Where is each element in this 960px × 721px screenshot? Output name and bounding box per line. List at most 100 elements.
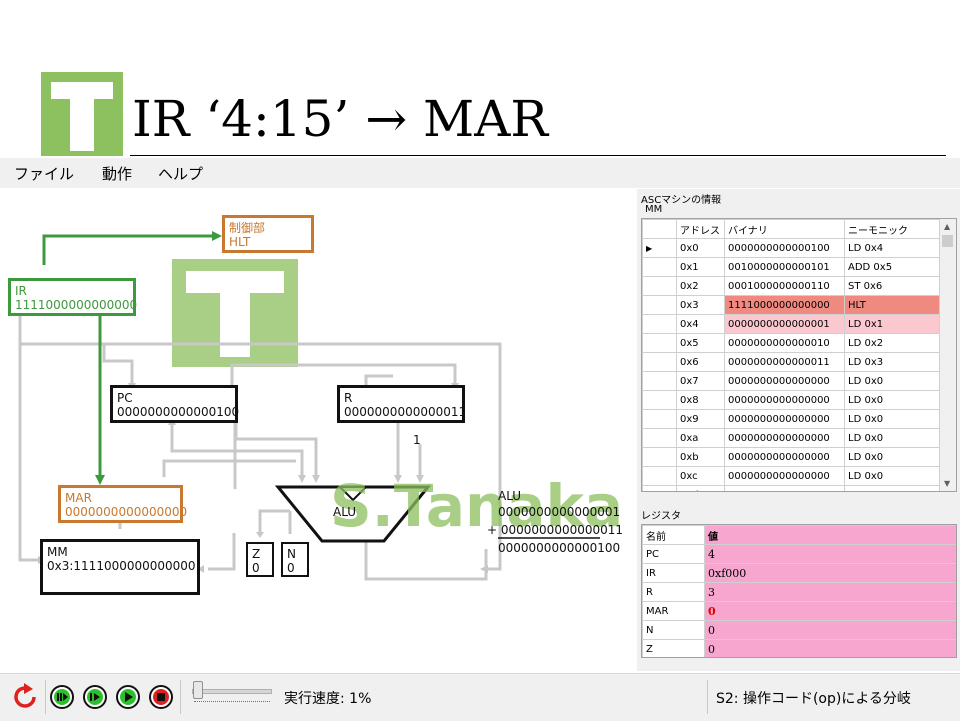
constant-one-label: 1 xyxy=(413,433,421,447)
row-marker: ▶ xyxy=(642,238,677,258)
memory-table-scrollbar[interactable]: ▲ ▼ xyxy=(939,219,956,491)
register-name-cell: PC xyxy=(642,544,705,564)
address-cell: 0x6 xyxy=(676,352,725,372)
address-cell: 0x5 xyxy=(676,333,725,353)
control-unit: 制御部 HLT xyxy=(222,215,314,253)
menu-action[interactable]: 動作 xyxy=(102,165,133,183)
row-marker xyxy=(642,276,677,296)
address-cell: 0xd xyxy=(676,485,725,491)
memory-row[interactable]: 0xd0000000000000000LD 0x0 xyxy=(642,485,941,491)
fast-forward-icon[interactable] xyxy=(50,685,74,709)
step-icon[interactable] xyxy=(116,685,140,709)
address-cell: 0x4 xyxy=(676,314,725,334)
menu-help[interactable]: ヘルプ xyxy=(158,165,204,183)
mnemonic-cell: LD 0x0 xyxy=(844,390,941,410)
row-marker xyxy=(642,295,677,315)
reset-icon[interactable] xyxy=(10,682,40,712)
address-cell: 0x9 xyxy=(676,409,725,429)
flag-n: N 0 xyxy=(281,542,309,577)
column-header-mnemonic[interactable]: ニーモニック xyxy=(844,219,941,239)
column-header-address[interactable]: アドレス xyxy=(676,219,725,239)
row-marker xyxy=(642,466,677,486)
scroll-down-icon[interactable]: ▼ xyxy=(944,479,951,488)
register-group-title: レジスタ xyxy=(641,511,681,522)
info-group-title: ASCマシンの情報 xyxy=(641,195,722,206)
register-mar: MAR 0000000000000000 xyxy=(58,485,187,523)
alu-result: 0000000000000100 xyxy=(498,541,621,555)
binary-cell: 0000000000000000 xyxy=(724,390,845,410)
mnemonic-cell: LD 0x0 xyxy=(844,428,941,448)
binary-cell: 0000000000000000 xyxy=(724,409,845,429)
register-name-cell: Z xyxy=(642,639,705,657)
binary-cell: 0000000000000000 xyxy=(724,428,845,448)
binary-cell: 0000000000000000 xyxy=(724,447,845,467)
main-memory: MM 0x3:1111000000000000 xyxy=(40,539,200,595)
address-cell: 0x0 xyxy=(676,238,725,258)
flag-z: Z 0 xyxy=(246,542,274,577)
mnemonic-cell: HLT xyxy=(844,295,941,315)
speed-slider[interactable] xyxy=(188,679,272,713)
column-header-value[interactable]: 値 xyxy=(704,525,956,545)
binary-cell: 0000000000000000 xyxy=(724,466,845,486)
binary-cell: 0010000000000101 xyxy=(724,257,845,277)
mm-label: MM xyxy=(645,204,663,215)
row-marker xyxy=(642,314,677,334)
row-marker xyxy=(642,371,677,391)
row-marker xyxy=(642,409,677,429)
row-marker xyxy=(642,352,677,372)
register-value-cell: 0xf000 xyxy=(704,563,956,583)
alu-label: ALU xyxy=(333,505,357,519)
alu-unit xyxy=(274,485,432,543)
row-marker xyxy=(642,485,677,491)
register-value-cell: 4 xyxy=(704,544,956,564)
address-cell: 0xb xyxy=(676,447,725,467)
binary-cell: 0000000000000010 xyxy=(724,333,845,353)
register-value-cell: 0 xyxy=(704,639,956,657)
column-header-binary[interactable]: バイナリ xyxy=(724,219,845,239)
column-header-name[interactable]: 名前 xyxy=(642,525,705,545)
mnemonic-cell: LD 0x0 xyxy=(844,371,941,391)
register-r: R 0000000000000011 xyxy=(337,385,466,423)
binary-cell: 0000000000000011 xyxy=(724,352,845,372)
mnemonic-cell: LD 0x4 xyxy=(844,238,941,258)
register-name-cell: N xyxy=(642,620,705,640)
watermark-logo xyxy=(172,259,298,367)
slide-title: IR ‘4:15’ → MAR xyxy=(132,90,548,148)
stop-icon[interactable] xyxy=(149,685,173,709)
watermark-text: S.Tanaka xyxy=(330,472,624,540)
scroll-up-icon[interactable]: ▲ xyxy=(944,222,951,231)
double-step-icon[interactable] xyxy=(83,685,107,709)
address-cell: 0x8 xyxy=(676,390,725,410)
register-name-cell: MAR xyxy=(642,601,705,621)
menu-file[interactable]: ファイル xyxy=(14,165,75,183)
mnemonic-cell: LD 0x0 xyxy=(844,485,941,491)
mnemonic-cell: ST 0x6 xyxy=(844,276,941,296)
binary-cell: 0000000000000000 xyxy=(724,371,845,391)
register-name-cell: IR xyxy=(642,563,705,583)
row-marker xyxy=(642,333,677,353)
mnemonic-cell: ADD 0x5 xyxy=(844,257,941,277)
register-value-cell: 0 xyxy=(704,620,956,640)
